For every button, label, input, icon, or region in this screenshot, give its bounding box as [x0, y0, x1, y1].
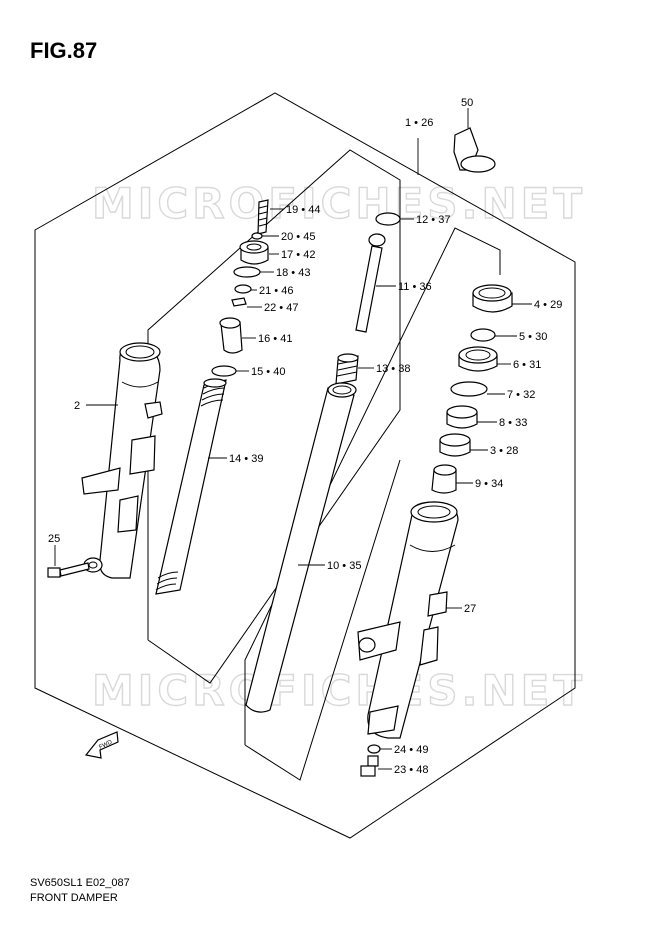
adjuster-rod — [257, 199, 269, 235]
damper-rod-bolt — [360, 755, 379, 777]
callout-6-31: 6 • 31 — [513, 359, 541, 371]
slide-metal-3 — [439, 433, 471, 457]
figure-title: FIG.87 — [30, 38, 98, 63]
callout-11-36: 11 • 36 — [398, 281, 432, 293]
figure-footer: SV650SL1 E02_087 FRONT DAMPER — [30, 876, 130, 906]
washer-21 — [234, 284, 252, 294]
fork-cap-bolt — [239, 240, 269, 265]
callout-14-39: 14 • 39 — [229, 453, 263, 465]
slide-metal-8 — [446, 405, 478, 429]
callout-19-44: 19 • 44 — [286, 204, 320, 216]
oil-lock-piece — [431, 464, 457, 494]
figure-caption: FRONT DAMPER — [30, 892, 118, 904]
watermark-top: MICROFICHES.NET — [92, 179, 586, 228]
inner-frame-outer-tube-lower — [244, 459, 401, 781]
callout-21-46: 21 • 46 — [259, 285, 293, 297]
callout-15-40: 15 • 40 — [251, 366, 285, 378]
dust-seal — [472, 284, 513, 313]
left-fork-outer-tube — [81, 342, 163, 579]
callout-17-42: 17 • 42 — [281, 249, 315, 261]
stopper-ring-22 — [231, 297, 247, 307]
o-ring-20 — [251, 232, 263, 240]
callout-24-49: 24 • 49 — [394, 744, 428, 756]
callout-3-28: 3 • 28 — [490, 445, 518, 457]
spacer-16 — [219, 317, 243, 354]
right-fork-outer-tube — [357, 501, 459, 739]
callout-7-32: 7 • 32 — [507, 389, 535, 401]
callout-23-48: 23 • 48 — [394, 764, 428, 776]
callout-9-34: 9 • 34 — [475, 478, 503, 490]
gasket-24 — [367, 744, 381, 754]
callout-13-38: 13 • 38 — [376, 363, 410, 375]
damper-cylinder — [355, 233, 386, 333]
model-code: SV650SL1 E02_087 — [30, 877, 130, 889]
assembly-frame — [34, 92, 576, 839]
callout-12-37: 12 • 37 — [416, 214, 450, 226]
axle-pinch-bolt — [47, 562, 90, 578]
callout-10-35: 10 • 35 — [327, 560, 361, 572]
inner-frame-outer-tube — [244, 227, 501, 745]
leader-lines — [54, 108, 532, 770]
callout-27: 27 — [464, 603, 476, 615]
watermark-bottom: MICROFICHES.NET — [92, 666, 586, 715]
o-ring-18 — [233, 266, 261, 278]
stopper-ring-5 — [470, 328, 496, 342]
callout-1-26: 1 • 26 — [405, 117, 433, 129]
callout-22-47: 22 • 47 — [264, 302, 298, 314]
fwd-label: FWD — [98, 739, 114, 750]
callout-16-41: 16 • 41 — [258, 333, 292, 345]
callout-25: 25 — [48, 533, 60, 545]
rebound-spring — [335, 353, 359, 385]
callout-2: 2 — [74, 400, 80, 412]
callout-50: 50 — [461, 97, 473, 109]
fork-spring — [155, 378, 227, 595]
callout-20-45: 20 • 45 — [281, 231, 315, 243]
callout-18-43: 18 • 43 — [276, 267, 310, 279]
callout-8-33: 8 • 33 — [499, 417, 527, 429]
callout-5-30: 5 • 30 — [519, 331, 547, 343]
fwd-arrow-icon: FWD — [84, 731, 119, 759]
fork-guard-ring — [460, 155, 496, 173]
oil-seal-retainer — [450, 381, 488, 397]
oil-seal — [458, 346, 498, 372]
inner-tube — [245, 382, 357, 713]
inner-frame-damper-rod — [147, 149, 401, 684]
callout-4-29: 4 • 29 — [534, 299, 562, 311]
washer-15 — [211, 365, 237, 377]
o-ring-12 — [375, 212, 401, 226]
